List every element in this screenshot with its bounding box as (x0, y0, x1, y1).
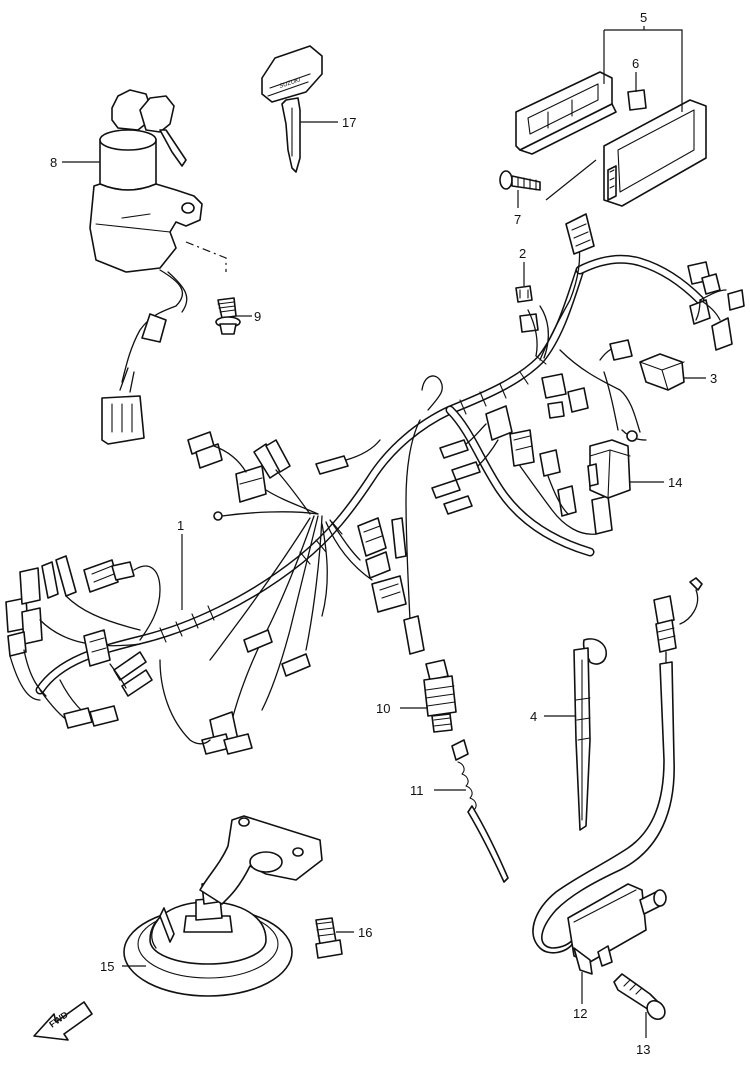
side-stand-switch (532, 577, 703, 975)
callout-7: 7 (514, 212, 521, 227)
callout-14: 14 (668, 475, 682, 490)
callout-2: 2 (519, 246, 526, 261)
switch-10 (423, 659, 457, 733)
wiring-harness (5, 213, 745, 755)
clamp-4 (573, 638, 607, 831)
callout-8: 8 (50, 155, 57, 170)
fwd-arrow-icon: FWD (33, 1001, 93, 1041)
callout-5: 5 (640, 10, 647, 25)
callout-6: 6 (632, 56, 639, 71)
callout-1: 1 (177, 518, 184, 533)
relay-14 (587, 439, 631, 499)
callout-10: 10 (376, 701, 390, 716)
callout-9: 9 (254, 309, 261, 324)
bolt-16 (315, 917, 343, 959)
spring-11 (451, 739, 509, 883)
relay-box (515, 71, 707, 207)
screw-9 (215, 297, 241, 335)
callout-16: 16 (358, 925, 372, 940)
callout-15: 15 (100, 959, 114, 974)
screw-13 (613, 973, 666, 1021)
callout-11: 11 (410, 783, 424, 798)
callout-12: 12 (573, 1006, 587, 1021)
callout-4: 4 (530, 709, 537, 724)
callout-13: 13 (636, 1042, 650, 1057)
callout-17: 17 (342, 115, 356, 130)
callout-3: 3 (710, 371, 717, 386)
ignition-switch (89, 89, 203, 445)
cap-3 (639, 353, 685, 391)
bolt-7 (499, 170, 541, 191)
fuse (515, 285, 533, 303)
horn (123, 815, 323, 997)
key: SUZUKI (261, 45, 323, 173)
